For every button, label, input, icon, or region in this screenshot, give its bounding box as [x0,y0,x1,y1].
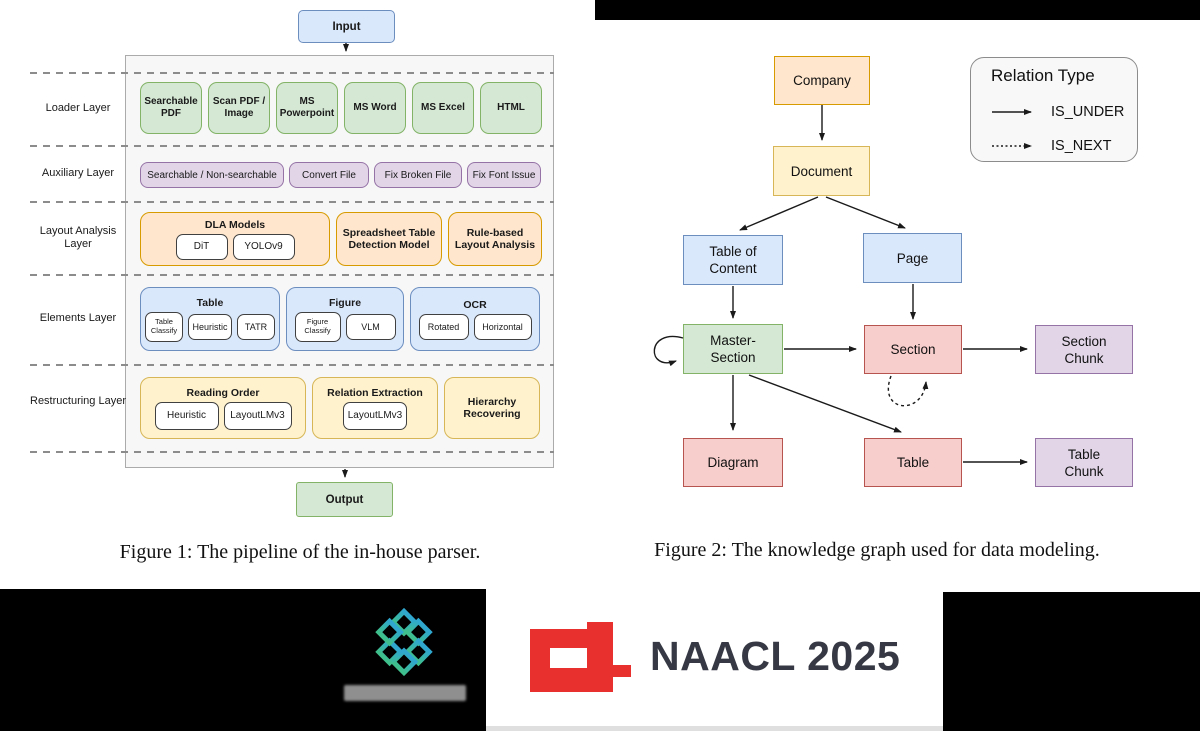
model-box-horizontal: Horizontal [473,313,532,340]
model-box-layoutlmv3: LayoutLMv3 [223,401,292,430]
layer-separator [30,274,554,276]
model-box-heuristic: Heuristic [188,313,232,340]
legend-label: IS_NEXT [1051,138,1112,154]
node-table-chunk: Table Chunk [1035,438,1133,487]
bottom-edge-strip [486,726,943,731]
pipeline-box-ms-powerpoint: MS Powerpoint [276,82,338,134]
layer-label-layout-analysis-layer: Layout Analysis Layer [39,225,117,250]
group-title: DLA Models [204,218,266,231]
company-logo-icon [375,607,433,677]
pipeline-box-searchable-pdf: Searchable PDF [140,82,202,134]
pipeline-group-rule-based-layout-analysis: Rule-based Layout Analysis [448,212,542,266]
layer-separator [30,364,554,366]
pipeline-box-html: HTML [480,82,542,134]
pipeline-box-convert-file: Convert File [289,162,369,188]
input-node: Input [298,10,395,43]
edge-master-section-table [748,374,902,433]
pipeline-group-spreadsheet-table-detection-model: Spreadsheet Table Detection Model [336,212,442,266]
node-section: Section [864,325,962,374]
legend-row-is-under: IS_UNDER [991,104,1124,120]
layer-separator [30,201,554,203]
output-node: Output [296,482,393,517]
model-box-rotated: Rotated [418,313,469,340]
edge-document-page [825,196,906,229]
legend-row-is-next: IS_NEXT [991,138,1111,154]
layer-label-auxiliary-layer: Auxiliary Layer [41,167,115,179]
pipeline-box-searchable-non-searchable: Searchable / Non-searchable [140,162,284,188]
group-title: OCR [463,298,487,311]
layer-separator [30,451,554,453]
group-title: Table [196,296,224,309]
relation-type-legend: Relation Type IS_UNDER IS_NEXT [970,57,1138,162]
bottom-right-black-panel [943,592,1200,731]
pipeline-box-fix-broken-file: Fix Broken File [374,162,462,188]
model-box-figure-classify: Figure Classify [294,311,341,342]
pipeline-box-ms-word: MS Word [344,82,406,134]
model-box-vlm: VLM [345,313,396,340]
model-box-heuristic: Heuristic [154,401,219,430]
node-master-section: Master-Section [683,324,783,374]
layer-label-restructuring-layer: Restructuring Layer [30,395,126,407]
layer-label-loader-layer: Loader Layer [45,102,111,114]
model-box-tatr: TATR [237,313,275,340]
pipeline-box-fix-font-issue: Fix Font Issue [467,162,541,188]
edge-document-toc [739,196,819,231]
group-title: Spreadsheet Table Detection Model [342,227,436,251]
edge-master-section-self-loop [653,335,684,367]
layer-separator [30,72,554,74]
legend-title: Relation Type [991,66,1095,85]
node-company: Company [774,56,870,105]
layer-separator [30,145,554,147]
pipeline-group-hierarchy-recovering: Hierarchy Recovering [444,377,540,439]
group-title: Hierarchy Recovering [463,396,521,420]
dashed-arrow-icon [992,143,1032,149]
node-document: Document [773,146,870,196]
node-page: Page [863,233,962,283]
node-section-chunk: Section Chunk [1035,325,1133,374]
pipeline-box-scan-pdf-image: Scan PDF / Image [208,82,270,134]
model-box-yolov9: YOLOv9 [232,233,295,260]
group-title: Rule-based Layout Analysis [454,227,536,251]
blurred-company-wordmark [344,685,466,701]
model-box-layoutlmv3: LayoutLMv3 [343,401,407,430]
group-title: Figure [328,296,362,309]
model-box-table-classify: Table Classify [145,311,183,342]
node-toc: Table of Content [683,235,783,285]
legend-label: IS_UNDER [1051,104,1125,120]
top-black-bar [595,0,1200,20]
naacl-wordmark: NAACL 2025 [650,633,901,679]
naacl-cl-logo-icon [530,622,631,692]
pipeline-box-ms-excel: MS Excel [412,82,474,134]
solid-arrow-icon [992,109,1032,115]
group-children: LayoutLMv3 [343,401,407,430]
layer-label-elements-layer: Elements Layer [39,312,117,324]
model-box-dit: DiT [175,233,228,260]
group-title: Reading Order [186,386,260,399]
node-diagram: Diagram [683,438,783,487]
node-table: Table [864,438,962,487]
figure2-caption: Figure 2: The knowledge graph used for d… [654,539,1100,561]
edge-section-self-loop [887,375,929,407]
figure1-caption: Figure 1: The pipeline of the in-house p… [119,541,481,563]
group-title: Relation Extraction [327,386,423,399]
